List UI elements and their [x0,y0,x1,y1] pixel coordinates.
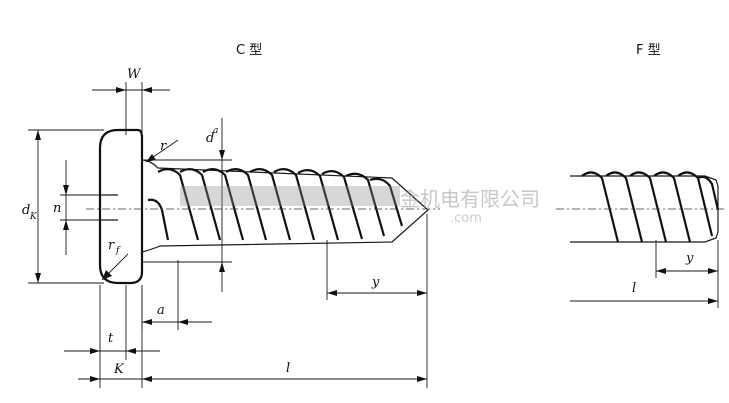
label-y-c: y [371,275,380,290]
f-threads [581,171,720,243]
label-y-f: y [685,251,694,266]
label-l-f: l [632,281,636,296]
f-type-screw [556,171,726,243]
watermark-text: 金机电有限公司 [400,187,540,211]
label-da: d [206,131,214,146]
label-rf-sub: f [115,246,121,256]
watermark: 金机电有限公司 .com [180,186,540,226]
label-t: t [108,331,114,346]
label-rf: r [108,238,115,253]
c-dimensions: W d K n r r f d a [22,67,428,388]
c-screw-head [98,128,144,285]
label-dk-sub: K [29,212,38,222]
label-a: a [157,303,165,318]
title-f-type: F 型 [636,43,661,58]
f-dimensions: y l [570,240,719,308]
label-da-sub: a [213,126,218,136]
label-W: W [127,67,142,82]
label-dk: d [22,203,30,218]
label-l-c: l [286,361,290,376]
title-c-type: C 型 [236,43,262,58]
watermark-url: .com [450,211,482,226]
label-n: n [53,201,61,216]
c-threads [147,168,404,241]
label-r: r [160,139,167,154]
label-K: K [113,362,125,377]
c-type-screw [86,128,440,285]
